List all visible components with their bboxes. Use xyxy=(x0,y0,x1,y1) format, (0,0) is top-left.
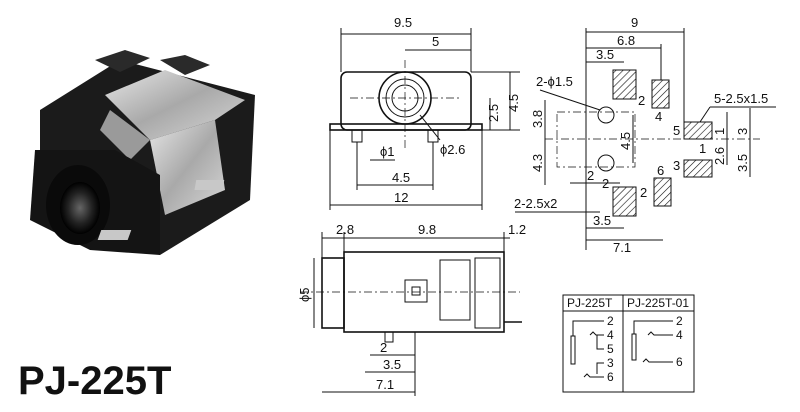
dim-length: 12 xyxy=(394,190,408,205)
dim-4-5: 4.5 xyxy=(618,132,633,150)
dim-3: 3 xyxy=(735,128,750,135)
schematic-pin: 2 xyxy=(676,314,683,328)
pin-label: 5 xyxy=(673,123,680,138)
dim-3-5-bottom: 3.5 xyxy=(593,213,611,228)
dim-2-6: 2.6 xyxy=(712,147,727,165)
schematic-table: PJ-225T PJ-225T-01 2 4 5 3 6 2 4 6 xyxy=(562,294,695,393)
schematic-pin: 6 xyxy=(676,355,683,369)
dim-2: 2 xyxy=(587,168,594,183)
schematic-pin: 4 xyxy=(676,328,683,342)
dim-b: 9.8 xyxy=(418,222,436,237)
schematic-pin: 2 xyxy=(607,314,614,328)
dim-height-2: 4.5 xyxy=(506,94,521,112)
dim-7-1: 7.1 xyxy=(613,240,631,255)
dim-4-3: 4.3 xyxy=(530,154,545,172)
pin-label: 3 xyxy=(673,158,680,173)
dim-3-8: 3.8 xyxy=(530,110,545,128)
schematic-pin: 6 xyxy=(607,370,614,384)
dim-3-5-right: 3.5 xyxy=(735,154,750,172)
pin-label: 2 xyxy=(602,176,609,191)
dim-e: 3.5 xyxy=(383,357,401,372)
dim-f: 7.1 xyxy=(376,377,394,392)
dim-pitch: 4.5 xyxy=(392,170,410,185)
dim-9: 9 xyxy=(631,15,638,30)
dim-6-8: 6.8 xyxy=(617,33,635,48)
schematic-pin: 5 xyxy=(607,342,614,356)
pin-label: 2 xyxy=(638,93,645,108)
dim-height-1: 2.5 xyxy=(486,104,501,122)
dim-3-5-top: 3.5 xyxy=(596,47,614,62)
top-view-drawing: 9.5 5 2.5 4.5 ϕ2.6 ϕ1 4.5 12 xyxy=(329,15,521,210)
schematic-header-pj225t: PJ-225T xyxy=(567,296,613,310)
dim-hole: ϕ2.6 xyxy=(440,142,465,157)
pin-label: 6 xyxy=(657,163,664,178)
label-pads-2: 2-2.5x2 xyxy=(514,196,557,211)
dim-diameter: ϕ5 xyxy=(297,287,312,302)
pin-label: 2 xyxy=(640,185,647,200)
dim-1: 1 xyxy=(712,128,727,135)
footprint-drawing: 9 6.8 3.5 2-ϕ1.5 5-2.5x1.5 2-2.5x2 3.8 4… xyxy=(514,15,776,255)
schematic-pin: 3 xyxy=(607,356,614,370)
schematic-header-pj225t-01: PJ-225T-01 xyxy=(627,296,689,310)
dim-d: 2 xyxy=(380,340,387,355)
schematic-pin: 4 xyxy=(607,328,614,342)
pin-label: 1 xyxy=(699,141,706,156)
dim-pin: ϕ1 xyxy=(380,144,395,159)
product-photo xyxy=(30,50,255,255)
label-pads-5: 5-2.5x1.5 xyxy=(714,91,768,106)
pin-label: 4 xyxy=(655,109,662,124)
dim-a: 2.8 xyxy=(336,222,354,237)
product-title: PJ-225T xyxy=(18,359,171,403)
dim-width: 9.5 xyxy=(394,15,412,30)
dim-center: 5 xyxy=(432,34,439,49)
dim-c: 1.2 xyxy=(508,222,526,237)
side-view-drawing: 2.8 9.8 1.2 ϕ5 2 3.5 7.1 xyxy=(297,222,526,396)
label-holes: 2-ϕ1.5 xyxy=(536,74,573,89)
